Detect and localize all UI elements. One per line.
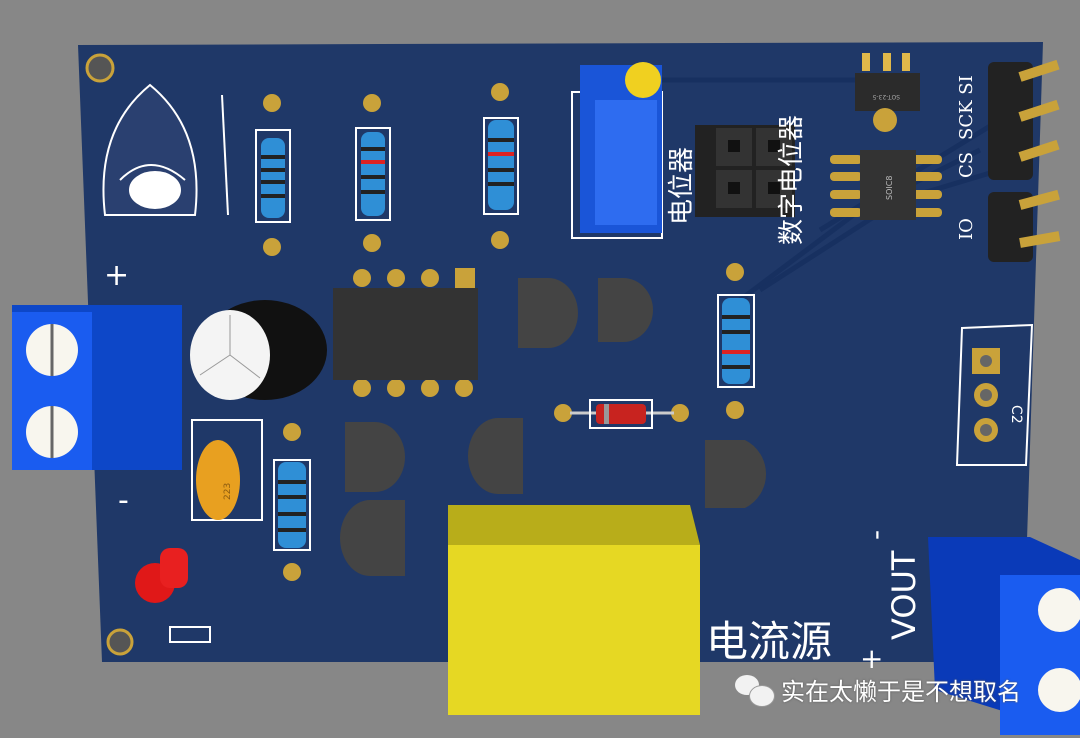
dip8-ic xyxy=(333,268,478,397)
pin-label-io: IO xyxy=(956,218,977,240)
watermark-text: 实在太懒于是不想取名 xyxy=(781,678,1021,706)
pin-header-3 xyxy=(955,323,1034,466)
wechat-icon xyxy=(735,673,775,707)
potentiometer-label: 电位器 xyxy=(667,147,697,225)
resistors xyxy=(255,83,755,581)
plus-label-right: + xyxy=(860,642,883,675)
transistors xyxy=(340,278,767,576)
penguin-logo xyxy=(102,83,229,216)
sot-label: SOT-23-5 xyxy=(872,93,900,100)
mount-hole xyxy=(106,628,134,656)
relay xyxy=(448,505,700,715)
minus-label-left: - xyxy=(118,483,129,518)
electrolytic-capacitor xyxy=(190,300,327,400)
terminal-block-output xyxy=(928,537,1080,735)
watermark: 实在太懒于是不想取名 xyxy=(735,672,1021,707)
digital-pot-label: 数字电位器 xyxy=(777,115,807,245)
board-title: 电流源 xyxy=(706,617,832,666)
trimmer-potentiometer xyxy=(571,62,663,239)
vout-label: VOUT xyxy=(885,550,923,640)
pin-label-cs: CS xyxy=(956,152,977,178)
soic8-label: SOIC8 xyxy=(885,176,894,200)
led xyxy=(135,548,211,643)
diode xyxy=(554,399,689,429)
pin-header-right xyxy=(988,59,1061,262)
cap-code: 223 xyxy=(223,483,233,500)
minus-label-right: - xyxy=(859,530,892,540)
c2-label: C2 xyxy=(1008,405,1024,424)
sot-ic xyxy=(855,53,920,132)
terminal-block-input xyxy=(12,305,182,470)
header-2x2 xyxy=(695,125,795,217)
soic8-ic xyxy=(830,150,942,220)
pcb-board xyxy=(78,42,1043,662)
plus-label-left: + xyxy=(104,258,129,293)
pin-label-sck-si: SCK SI xyxy=(956,75,977,140)
ceramic-capacitor xyxy=(191,419,263,521)
mount-hole xyxy=(85,53,115,83)
